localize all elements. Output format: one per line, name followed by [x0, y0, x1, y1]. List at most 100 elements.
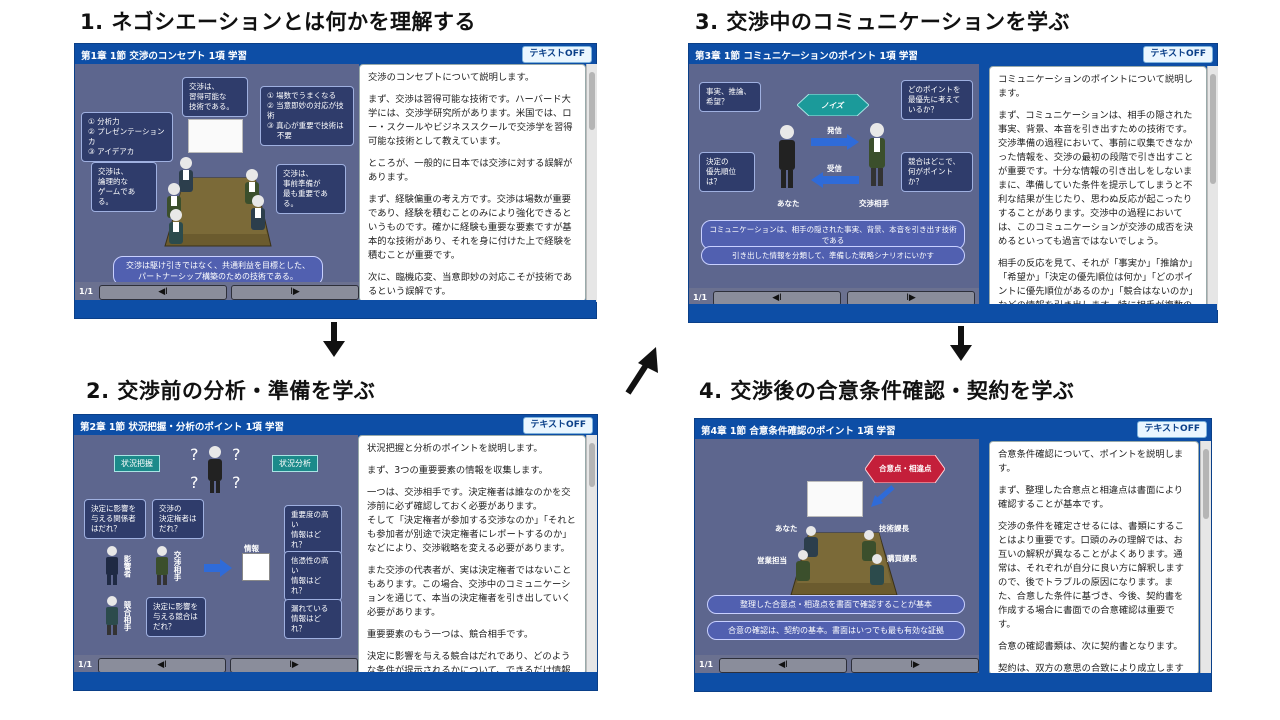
lesson-panel-3: 第3章 1節 コミュニケーションのポイント 1項 学習 テキストOFF 事実、推… — [688, 43, 1218, 323]
slide-illustration: 状況把握 状況分析 ? ? ? ? 決定に影響を 与える関係者 はだれ？ 交渉の… — [74, 435, 358, 655]
prev-slide-button[interactable]: ◀I — [99, 285, 227, 300]
panel-title: 第3章 1節 コミュニケーションのポイント 1項 学習 — [695, 51, 918, 62]
tag-situation-grasp: 状況把握 — [114, 455, 160, 472]
slide-illustration: 交渉は、 習得可能な 技術である。 ① 場数でうまくなる ② 当意即妙の対応が技… — [75, 64, 359, 282]
person-icon — [251, 195, 265, 230]
narration-paragraph: 次に、臨機応変、当意即妙の対応こそが技術であるという誤解です。 — [368, 272, 573, 297]
narration-paragraph: まず、3つの重要要素の情報を収集します。 — [367, 465, 548, 476]
person-influencer-icon — [106, 546, 118, 585]
question-mark-icon: ? — [190, 473, 199, 492]
text-off-button[interactable]: テキストOFF — [1137, 421, 1207, 438]
slide-navbar: 1/1 ◀I I▶ — [75, 282, 359, 302]
callout-credible-info: 信憑性の高い 情報はどれ？ — [284, 551, 342, 601]
person-icon — [862, 530, 876, 561]
narration-paragraph: ところが、一般的に日本では交渉に対する誤解があります。 — [368, 158, 573, 183]
narration-paragraph: また交渉の代表者が、実は決定権者ではないこともあります。この場合、交渉中のコミュ… — [367, 565, 572, 618]
label-you: あなた — [777, 199, 800, 208]
whiteboard — [807, 481, 863, 517]
arrow-up-right-icon — [625, 347, 658, 395]
scroll-thumb[interactable] — [1210, 74, 1216, 184]
callout-misconceptions: ① 場数でうまくなる ② 当意即妙の対応が技術 ③ 真心が重要で技術は 不要 — [260, 86, 354, 146]
narration-text[interactable]: コミュニケーションのポイントについて説明します。 まず、コミュニケーションは、相… — [989, 66, 1207, 310]
next-slide-button[interactable]: I▶ — [851, 658, 979, 673]
callout-decision-order: 決定の 優先順位は？ — [699, 152, 755, 192]
person-icon — [796, 550, 810, 581]
narration-paragraph: 一つは、交渉相手です。決定権者は誰なのかを交渉前に必ず確認しておく必要があります… — [367, 487, 576, 554]
narration-paragraph: まず、コミュニケーションは、相手の隠された事実、背景、本音を引き出すための技術で… — [998, 110, 1194, 247]
label-rival: 競合相手 — [123, 601, 132, 631]
narration-paragraph: まず、整理した合意点と相違点は書面により確認することが基本です。 — [998, 485, 1184, 510]
slide-navbar: 1/1 ◀I I▶ — [74, 655, 358, 675]
narration-text[interactable]: 合意条件確認について、ポイントを説明します。 まず、整理した合意点と相違点は書面… — [989, 441, 1199, 675]
label-tech-manager: 技術課長 — [879, 524, 909, 533]
summary-pill-2: 引き出した情報を分類して、準備した戦略シナリオにいかす — [701, 246, 965, 265]
person-counterpart-icon — [156, 546, 168, 585]
narration-paragraph: コミュニケーションのポイントについて説明します。 — [998, 74, 1193, 99]
tag-situation-analysis: 状況分析 — [272, 455, 318, 472]
text-scrollbar[interactable] — [586, 435, 597, 675]
prev-slide-button[interactable]: ◀I — [98, 658, 226, 673]
person-you-icon — [779, 125, 795, 188]
person-rival-icon — [106, 596, 118, 635]
panel-footer — [75, 300, 596, 318]
slide-navbar: 1/1 ◀I I▶ — [695, 655, 979, 675]
scroll-thumb[interactable] — [1203, 449, 1209, 519]
narration-paragraph: 交渉の条件を確定させるには、書類にすることはより重要です。口頭のみの理解では、お… — [998, 521, 1185, 630]
narration-paragraph: まず、経験偏重の考え方です。交渉は場数が重要であり、経験を積むことのみにより強化… — [368, 194, 573, 261]
lesson-panel-2: 第2章 1節 状況把握・分析のポイント 1項 学習 テキストOFF 状況把握 状… — [73, 414, 598, 691]
receive-arrow-icon — [811, 172, 859, 188]
send-label: 発信 — [827, 126, 842, 135]
narration-paragraph: 決定に影響を与える競合はだれであり、どのような条件が提示されるかについて、できる… — [367, 651, 571, 675]
prev-slide-button[interactable]: ◀I — [719, 658, 847, 673]
arrow-diagonal-icon — [871, 485, 895, 507]
callout-influencer: 決定に影響を 与える関係者 はだれ？ — [84, 499, 146, 539]
person-icon — [167, 183, 181, 218]
noise-badge — [797, 94, 869, 116]
text-scrollbar[interactable] — [1200, 441, 1211, 675]
narration-text[interactable]: 状況把握と分析のポイントを説明します。 まず、3つの重要要素の情報を収集します。… — [358, 435, 586, 675]
summary-pill-2: 合意の確認は、契約の基本。書面はいつでも最も有効な証拠 — [707, 621, 965, 640]
callout-decider: 交渉の 決定権者は だれ？ — [152, 499, 204, 539]
narration-paragraph: 相手の反応を見て、それが「事実か」「推論か」「希望か」「決定の優先順位は何か」「… — [998, 258, 1198, 309]
page-indicator: 1/1 — [699, 660, 714, 669]
person-icon — [870, 554, 884, 585]
question-mark-icon: ? — [232, 473, 241, 492]
narration-paragraph: 状況把握と分析のポイントを説明します。 — [367, 443, 543, 454]
lesson-panel-4: 第4章 1節 合意条件確認のポイント 1項 学習 テキストOFF 合意点・相違点… — [694, 418, 1212, 692]
next-slide-button[interactable]: I▶ — [230, 658, 358, 673]
summary-pill-1: 整理した合意点・相違点を書面で確認することが基本 — [707, 595, 965, 614]
callout-learnable: 交渉は、 習得可能な 技術である。 — [182, 77, 248, 117]
person-icon — [179, 157, 193, 192]
person-thinking-icon — [208, 446, 222, 493]
info-document-icon — [242, 553, 270, 581]
callout-missing-info: 漏れている 情報はどれ？ — [284, 599, 342, 639]
label-sales: 営業担当 — [757, 556, 787, 565]
send-arrow-icon — [811, 134, 859, 150]
scroll-thumb[interactable] — [589, 443, 595, 487]
narration-paragraph: 合意条件確認について、ポイントを説明します。 — [998, 449, 1184, 474]
panel-title: 第2章 1節 状況把握・分析のポイント 1項 学習 — [80, 422, 285, 433]
label-info: 情報 — [244, 544, 259, 553]
callout-abilities: ① 分析力 ② プレゼンテーションカ ③ アイデアカ — [81, 112, 173, 162]
person-icon — [804, 526, 818, 557]
callout-logical-game: 交渉は、 論理的な ゲームである。 — [91, 162, 157, 212]
scroll-thumb[interactable] — [589, 72, 595, 130]
narration-text[interactable]: 交渉のコンセプトについて説明します。 まず、交渉は習得可能な技術です。ハーバード… — [359, 64, 586, 302]
question-mark-icon: ? — [232, 445, 241, 464]
panel-footer — [74, 672, 597, 690]
text-off-button[interactable]: テキストOFF — [523, 417, 593, 434]
slide-illustration: 合意点・相違点 あなた 技術課長 営業担当 購買課長 整理した合意点・相違点を書… — [695, 439, 979, 655]
text-scrollbar[interactable] — [586, 64, 597, 302]
narration-paragraph: まず、交渉は習得可能な技術です。ハーバード大学には、交渉学研究所があります。米国… — [368, 94, 573, 147]
text-off-button[interactable]: テキストOFF — [522, 46, 592, 63]
text-scrollbar[interactable] — [1207, 66, 1218, 310]
agreement-badge — [865, 455, 945, 483]
narration-paragraph: 契約は、双方の意思の合致により成立しますので、口頭でも有効ですが、後日のトラブル… — [998, 663, 1184, 674]
panel-footer — [695, 673, 1211, 691]
receive-label: 受信 — [827, 164, 842, 173]
text-off-button[interactable]: テキストOFF — [1143, 46, 1213, 63]
label-you: あなた — [775, 524, 798, 533]
callout-competitor: 競合はどこで、 何がポイントか？ — [901, 152, 973, 192]
next-slide-button[interactable]: I▶ — [231, 285, 359, 300]
heading-step-3: 3. 交渉中のコミュニケーションを学ぶ — [695, 10, 1070, 34]
